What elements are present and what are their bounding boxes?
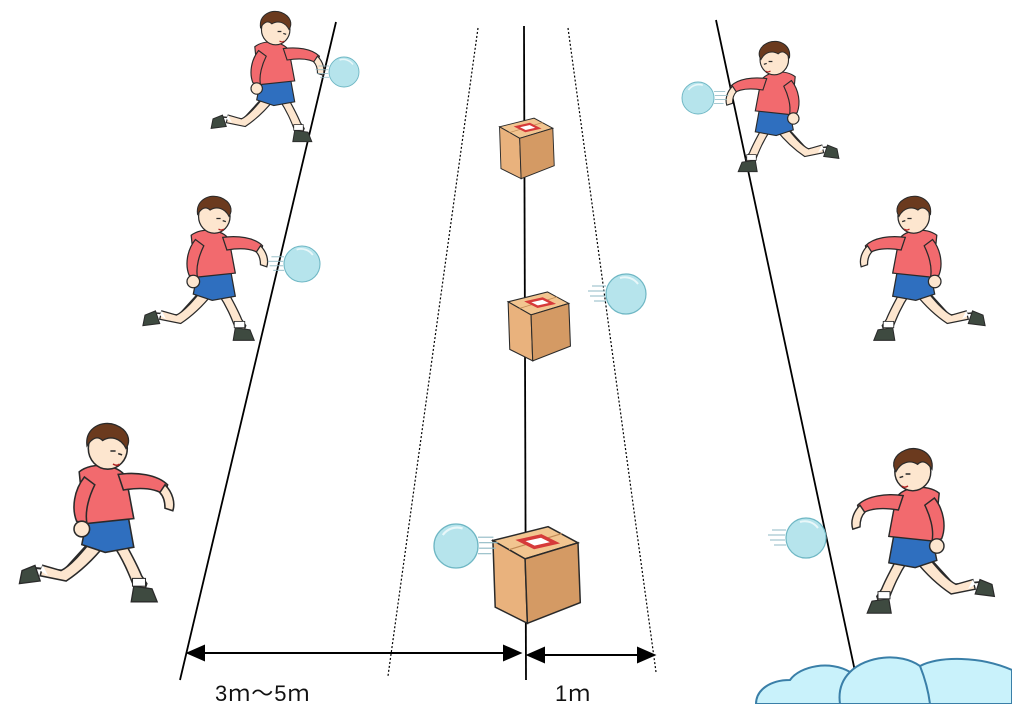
player-left-3 bbox=[18, 422, 175, 603]
player-right-1 bbox=[725, 40, 840, 173]
ball-center-middle bbox=[587, 273, 647, 315]
distance-label-left: 3ｍ～5ｍ bbox=[215, 681, 311, 706]
ball-right-1 bbox=[681, 81, 730, 115]
left-throw-line bbox=[179, 21, 337, 681]
ball-center-bottom bbox=[432, 522, 499, 570]
right-throw-line bbox=[715, 19, 857, 677]
box-bottom bbox=[491, 524, 583, 626]
left-dotted-line bbox=[387, 27, 479, 677]
ball-right-2 bbox=[767, 517, 827, 559]
distance-arrow-right bbox=[525, 646, 657, 664]
box-middle bbox=[506, 290, 572, 363]
cloud-shape bbox=[754, 656, 1012, 704]
player-left-2 bbox=[142, 195, 269, 342]
player-right-2 bbox=[859, 195, 986, 342]
distance-arrow-left bbox=[185, 644, 523, 662]
player-right-3 bbox=[851, 447, 996, 615]
right-dotted-line bbox=[567, 27, 657, 673]
player-left-1 bbox=[210, 10, 325, 143]
box-top bbox=[498, 117, 556, 180]
distance-label-right: 1ｍ bbox=[555, 681, 592, 706]
